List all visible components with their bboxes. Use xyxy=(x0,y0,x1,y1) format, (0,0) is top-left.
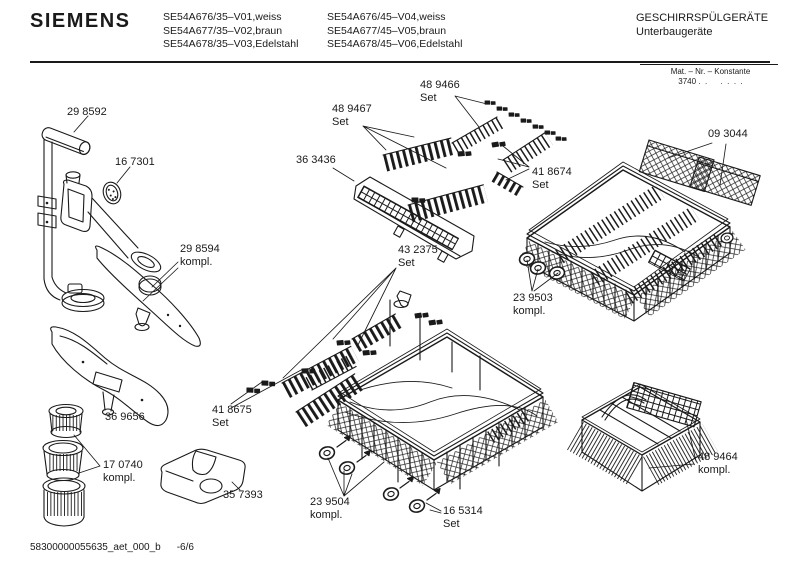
part-qualifier: Set xyxy=(532,178,549,191)
part-number: 41 8675 xyxy=(212,404,252,416)
part-qualifier: Set xyxy=(212,416,229,429)
part-label-170740: 17 0740 kompl. xyxy=(103,459,143,484)
part-number: 09 3044 xyxy=(708,128,748,140)
header-divider xyxy=(30,61,770,63)
drawing-upper-basket xyxy=(517,161,746,322)
drawing-lower-basket xyxy=(317,299,559,515)
part-label-357393: 35 7393 xyxy=(223,489,263,502)
part-label-165314: 16 5314 Set xyxy=(443,505,483,530)
document-id: 58300000055635_aet_000_b xyxy=(30,542,161,553)
model-line: SE54A676/45–V04,weiss xyxy=(327,11,446,23)
part-number: 48 9467 xyxy=(332,103,372,115)
leader-lines xyxy=(73,95,727,514)
model-line: SE54A676/35–V01,weiss xyxy=(163,11,282,23)
category-title: GESCHIRRSPÜLGERÄTE xyxy=(636,12,769,24)
drawing-filter-plate xyxy=(160,448,246,505)
part-number: 23 9503 xyxy=(513,292,553,304)
model-line: SE54A678/35–V03,Edelstahl xyxy=(163,38,299,50)
part-label-167301: 16 7301 xyxy=(115,156,155,169)
part-label-418674: 41 8674 Set xyxy=(532,166,572,191)
part-qualifier: Set xyxy=(443,517,460,530)
part-label-093044: 09 3044 xyxy=(708,128,748,141)
part-number: 29 8594 xyxy=(180,243,220,255)
part-number: 29 8592 xyxy=(67,106,107,118)
part-number: 35 7393 xyxy=(223,489,263,501)
part-label-239503: 23 9503 kompl. xyxy=(513,292,553,317)
part-number: 43 2375 xyxy=(398,244,438,256)
mat-nr-label: Mat. – Nr. – Konstante xyxy=(670,67,751,76)
part-label-489464: 48 9464 kompl. xyxy=(698,451,738,476)
part-label-363436: 36 3436 xyxy=(296,154,336,167)
document-title-block: GESCHIRRSPÜLGERÄTE Unterbaugeräte xyxy=(636,11,768,39)
part-qualifier: Set xyxy=(420,91,437,104)
part-label-298594: 29 8594 kompl. xyxy=(180,243,220,268)
drawing-upper-spray-arm xyxy=(60,171,201,347)
part-number: 17 0740 xyxy=(103,459,143,471)
mat-nr-value-line: 3740 . . . . . . xyxy=(643,77,778,87)
part-label-239504: 23 9504 kompl. xyxy=(310,496,350,521)
model-line: SE54A678/45–V06,Edelstahl xyxy=(327,38,463,50)
drawing-filter-set xyxy=(42,403,86,527)
part-number: 41 8674 xyxy=(532,166,572,178)
mat-nr-divider xyxy=(640,64,778,65)
part-label-298592: 29 8592 xyxy=(67,106,107,119)
part-qualifier: Set xyxy=(332,115,349,128)
part-label-369656: 36 9656 xyxy=(105,411,145,424)
part-qualifier: kompl. xyxy=(310,508,343,521)
model-line: SE54A677/45–V05,braun xyxy=(327,24,447,37)
part-number: 36 9656 xyxy=(105,411,145,423)
part-label-418675: 41 8675 Set xyxy=(212,404,252,429)
drawing-cutlery-basket xyxy=(567,381,718,492)
drawing-feed-pipe xyxy=(37,127,105,313)
part-qualifier: kompl. xyxy=(180,255,213,268)
mat-nr-block: Mat. – Nr. – Konstante 3740 . . . . . . xyxy=(643,67,778,87)
part-qualifier: kompl. xyxy=(103,471,136,484)
part-label-489467: 48 9467 Set xyxy=(332,103,372,128)
part-label-489466: 48 9466 Set xyxy=(420,79,460,104)
mat-nr-value: 3740 xyxy=(678,77,697,86)
part-number: 48 9464 xyxy=(698,451,738,463)
footer: 58300000055635_aet_000_b -6/6 xyxy=(30,542,194,553)
part-number: 16 7301 xyxy=(115,156,155,168)
model-list-col2: SE54A676/45–V04,weiss SE54A677/45–V05,br… xyxy=(327,11,462,52)
model-list-col1: SE54A676/35–V01,weiss SE54A677/35–V02,br… xyxy=(163,11,298,52)
part-qualifier: Set xyxy=(398,256,415,269)
part-number: 16 5314 xyxy=(443,505,483,517)
drawing-cup-racks xyxy=(638,139,761,206)
subcategory-title: Unterbaugeräte xyxy=(636,26,713,38)
part-number: 23 9504 xyxy=(310,496,350,508)
part-number: 36 3436 xyxy=(296,154,336,166)
part-qualifier: kompl. xyxy=(513,304,546,317)
part-number: 48 9466 xyxy=(420,79,460,91)
drawing-nozzle-insert xyxy=(102,181,122,205)
part-label-432375: 43 2375 Set xyxy=(398,244,438,269)
model-line: SE54A677/35–V02,braun xyxy=(163,24,283,37)
page-indicator: -6/6 xyxy=(176,542,194,553)
mat-nr-dots: . . . . . . xyxy=(698,77,743,86)
brand-logo: SIEMENS xyxy=(30,10,131,32)
part-qualifier: kompl. xyxy=(698,463,731,476)
drawing-lower-spray-arm xyxy=(50,326,169,427)
